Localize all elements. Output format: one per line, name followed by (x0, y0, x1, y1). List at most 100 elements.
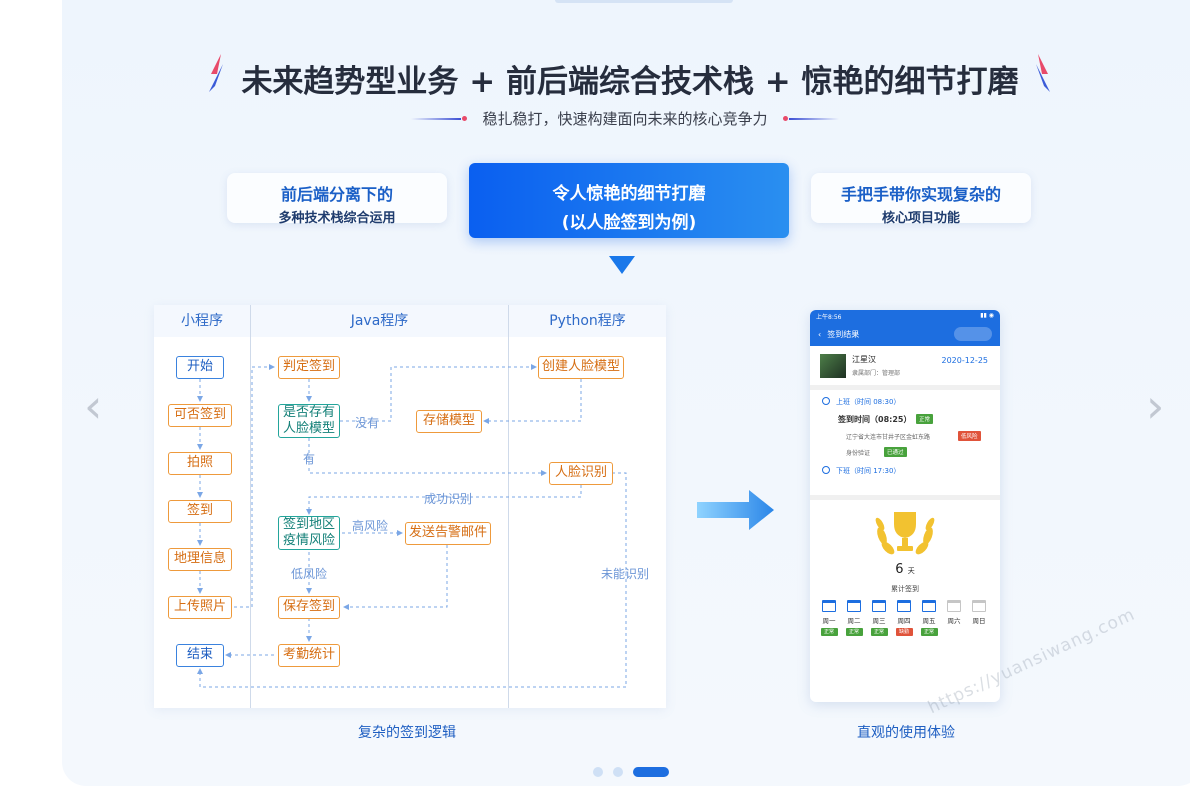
user-name: 江星汉 (852, 355, 876, 364)
weekday-status: 正常 (845, 628, 863, 636)
identity-badge: 已通过 (884, 447, 907, 457)
decor-dot (462, 116, 467, 121)
weekday-tue: 周二 正常 (844, 600, 864, 636)
edge-label-high-risk: 高风险 (352, 519, 389, 533)
flowchart: 小程序 Java程序 Python程序 (154, 305, 666, 708)
weekday-status: 正常 (870, 628, 888, 636)
flare-icon (209, 54, 223, 92)
edge-label-unrecognized: 未能识别 (601, 567, 650, 581)
calendar-icon (922, 600, 936, 612)
status-time: 上午8:56 (816, 314, 842, 321)
flow-node-store-model: 存储模型 (416, 410, 482, 433)
status-icons: ▮▮ ◉ (980, 312, 994, 319)
edge-label-recognized: 成功识别 (424, 492, 473, 506)
tab-sublabel: (以人脸签到为例) (561, 213, 697, 233)
days-unit: 天 (907, 567, 915, 575)
identity-label: 身份验证 (846, 450, 871, 457)
tab-label: 前后端分离下的 (280, 185, 393, 204)
phone-title: 签到结果 (827, 329, 860, 339)
column-header: Python程序 (509, 305, 666, 337)
headline-text: 未来趋势型业务 + 前后端综合技术栈 + 惊艳的细节打磨 (241, 64, 1019, 100)
column-divider (250, 305, 251, 708)
flowchart-caption: 复杂的签到逻辑 (358, 725, 456, 741)
days-count: 6 (895, 562, 904, 577)
tab-sublabel: 核心项目功能 (881, 211, 960, 226)
flow-node-epidemic-risk: 签到地区 疫情风险 (278, 516, 340, 550)
weekday-label: 周二 (847, 617, 861, 625)
flow-node-has-face-model: 是否存有 人脸模型 (278, 404, 340, 438)
flow-node-end: 结束 (176, 644, 224, 667)
flow-node-create-face-model: 创建人脸模型 (538, 356, 624, 379)
column-divider (508, 305, 509, 708)
flow-node-send-alert: 发送告警邮件 (405, 522, 491, 545)
flow-connectors (197, 364, 627, 688)
tab-core-features[interactable]: 手把手带你实现复杂的 核心项目功能 (811, 173, 1031, 226)
subtitle-text: 稳扎稳打，快速构建面向未来的核心竞争力 (482, 110, 768, 128)
weekday-label: 周四 (897, 617, 911, 625)
risk-badge: 低风险 (958, 431, 981, 441)
edge-label-low-risk: 低风险 (291, 567, 328, 581)
flow-node-save-checkin: 保存签到 (278, 596, 340, 619)
tab-sublabel: 多种技术栈综合运用 (278, 211, 396, 226)
clock-icon (822, 466, 830, 474)
clock-icon (822, 397, 830, 405)
phone-mockup: 上午8:56 ▮▮ ◉ ‹ 签到结果 江星汉 隶属部门：管理部 2020-12-… (810, 310, 1000, 702)
flow-node-judge-checkin: 判定签到 (278, 356, 340, 379)
tab-label: 手把手带你实现复杂的 (840, 185, 1001, 204)
checkin-address: 辽宁省大连市甘井子区金虹东路 (846, 434, 931, 441)
capsule-menu[interactable] (954, 327, 992, 341)
calendar-icon (822, 600, 836, 612)
edge-label-no: 没有 (355, 416, 380, 430)
pagination-dot-active[interactable] (633, 767, 669, 777)
edge-label-yes: 有 (303, 452, 316, 466)
days-label: 累计签到 (891, 585, 919, 593)
tab-label: 令人惊艳的细节打磨 (552, 184, 706, 204)
weekday-wed: 周三 正常 (869, 600, 889, 636)
decor-line (411, 118, 461, 120)
checkin-date: 2020-12-25 (941, 356, 989, 365)
user-card: 江星汉 隶属部门：管理部 2020-12-25 (810, 346, 1000, 390)
checkin-time: 签到时间（08:25） (838, 415, 912, 424)
phone-caption: 直观的使用体验 (857, 725, 955, 741)
subtitle: 稳扎稳打，快速构建面向未来的核心竞争力 (405, 107, 845, 131)
flow-node-face-recognition: 人脸识别 (549, 462, 613, 485)
weekday-sat: 周六 (944, 600, 964, 625)
active-tab-pointer-icon (609, 256, 635, 274)
avatar (820, 354, 846, 378)
weekday-status: 缺勤 (895, 628, 913, 636)
flow-node-checkin: 签到 (168, 500, 232, 523)
days-count-row: 6 天 (810, 562, 1000, 577)
pagination-dot[interactable] (613, 767, 623, 777)
tab-detail-polish[interactable]: 令人惊艳的细节打磨 (以人脸签到为例) (469, 163, 789, 238)
next-arrow-icon[interactable]: › (1146, 379, 1165, 433)
calendar-icon (872, 600, 886, 612)
on-duty-time: 上班（时间 08:30） (836, 398, 901, 406)
right-arrow-icon (697, 490, 774, 530)
calendar-icon (947, 600, 961, 612)
decor-dot (783, 116, 788, 121)
weekday-label: 周一 (822, 617, 836, 625)
phone-status-bar: 上午8:56 ▮▮ ◉ (810, 310, 1000, 322)
calendar-icon (847, 600, 861, 612)
flow-node-photo: 拍照 (168, 452, 232, 475)
weekly-summary: 6 天 累计签到 周一 正常 周二 正常 周三 正常 周四 缺勤 周五 正常 (810, 500, 1000, 700)
weekday-status: 正常 (820, 628, 838, 636)
column-header: 小程序 (154, 305, 250, 337)
tab-tech-stack[interactable]: 前后端分离下的 多种技术栈综合运用 (227, 173, 447, 226)
weekday-label: 周五 (922, 617, 936, 625)
pagination-dot[interactable] (593, 767, 603, 777)
weekday-mon: 周一 正常 (819, 600, 839, 636)
weekday-sun: 周日 (969, 600, 989, 625)
trophy-icon (875, 512, 935, 555)
back-icon[interactable]: ‹ (818, 329, 822, 339)
prev-arrow-icon[interactable]: ‹ (84, 379, 103, 433)
column-header: Java程序 (251, 305, 508, 337)
headline: 未来趋势型业务 + 前后端综合技术栈 + 惊艳的细节打磨 (200, 52, 1060, 102)
user-dept: 隶属部门：管理部 (852, 370, 901, 377)
off-duty-time: 下班（时间 17:30） (836, 467, 901, 475)
weekday-fri: 周五 正常 (919, 600, 939, 636)
phone-title-bar: ‹ 签到结果 (810, 322, 1000, 346)
flow-node-upload: 上传照片 (168, 596, 232, 619)
weekday-label: 周三 (872, 617, 886, 625)
flow-node-attendance: 考勤统计 (278, 644, 340, 667)
